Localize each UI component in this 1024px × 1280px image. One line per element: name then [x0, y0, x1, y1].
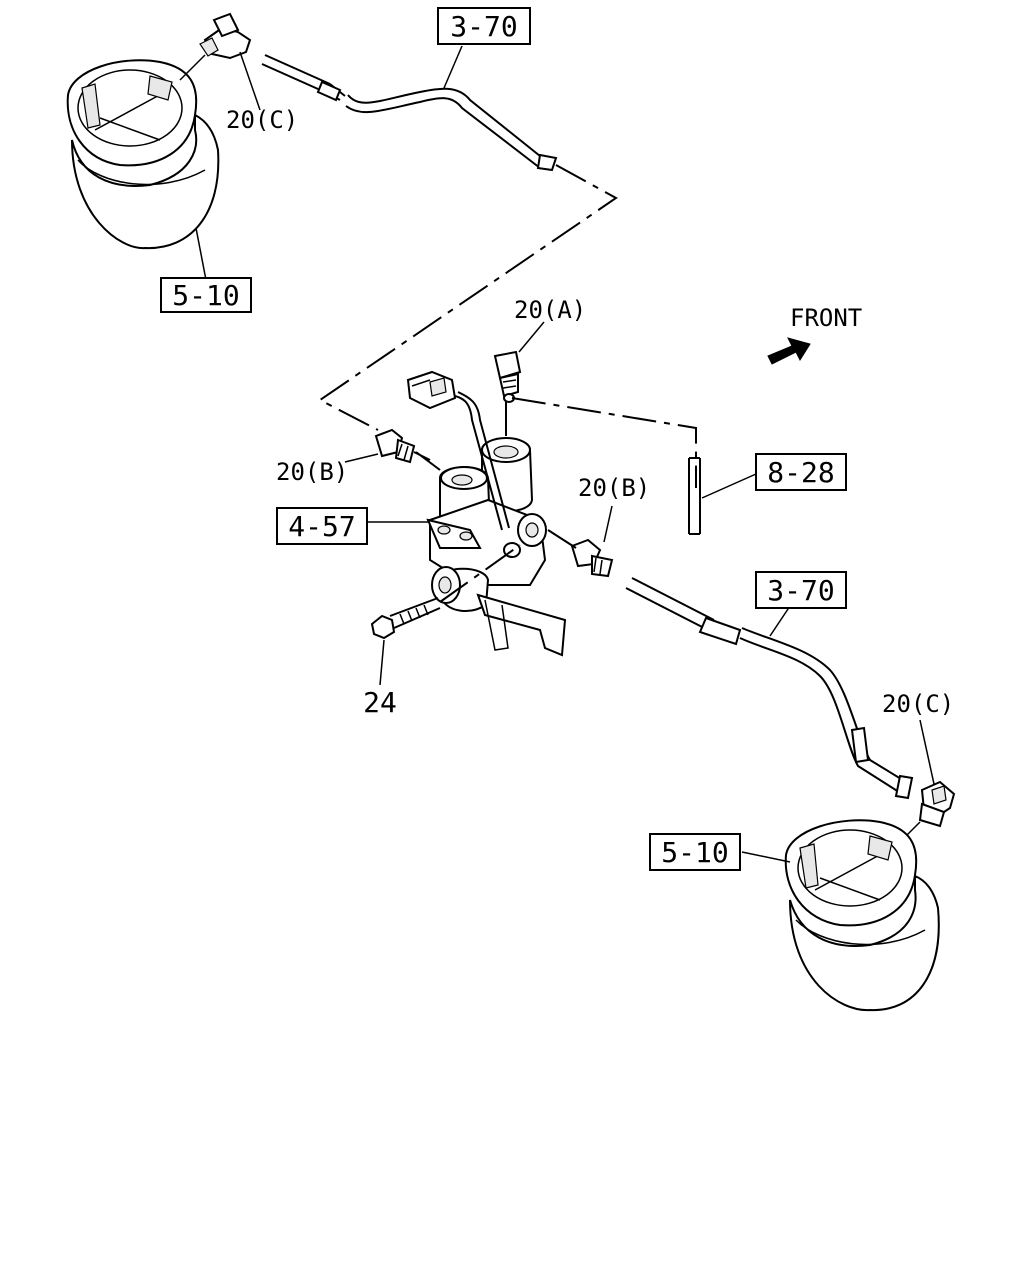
fitting-b-right	[570, 538, 614, 578]
front-direction-arrow-icon	[767, 337, 811, 365]
elbow-fitting-top	[199, 12, 252, 60]
label-front: FRONT	[790, 304, 862, 332]
label-hose-bottom: 3-70	[767, 574, 834, 607]
leveling-valve	[406, 370, 567, 657]
label-box-pipe	[755, 453, 847, 491]
elbow-fitting-bottom	[918, 780, 956, 828]
pipe-8-28	[688, 457, 701, 535]
label-box-valve	[276, 507, 368, 545]
label-fitting-b-left: 20(B)	[276, 458, 348, 486]
hose-bottom	[625, 577, 914, 800]
label-air-spring-bottom: 5-10	[661, 836, 728, 869]
bolt	[370, 597, 441, 640]
label-fitting-a: 20(A)	[514, 296, 586, 324]
label-box-hose-bottom	[755, 571, 847, 609]
label-box-air-spring-top	[160, 277, 252, 313]
label-fitting-c-bottom: 20(C)	[882, 690, 954, 718]
label-air-spring-top: 5-10	[172, 279, 239, 312]
label-bolt: 24	[363, 686, 397, 719]
label-valve: 4-57	[288, 510, 355, 543]
label-pipe: 8-28	[767, 456, 834, 489]
hose-top	[261, 54, 558, 172]
label-box-air-spring-bottom	[649, 833, 741, 871]
air-spring-bottom	[784, 819, 940, 1012]
fitting-a	[493, 350, 522, 403]
label-box-hose-top	[437, 7, 531, 45]
label-hose-top: 3-70	[450, 10, 517, 43]
label-fitting-b-right: 20(B)	[578, 474, 650, 502]
air-spring-top	[66, 59, 220, 250]
label-fitting-c-top: 20(C)	[226, 106, 298, 134]
fitting-b-left	[374, 428, 431, 464]
